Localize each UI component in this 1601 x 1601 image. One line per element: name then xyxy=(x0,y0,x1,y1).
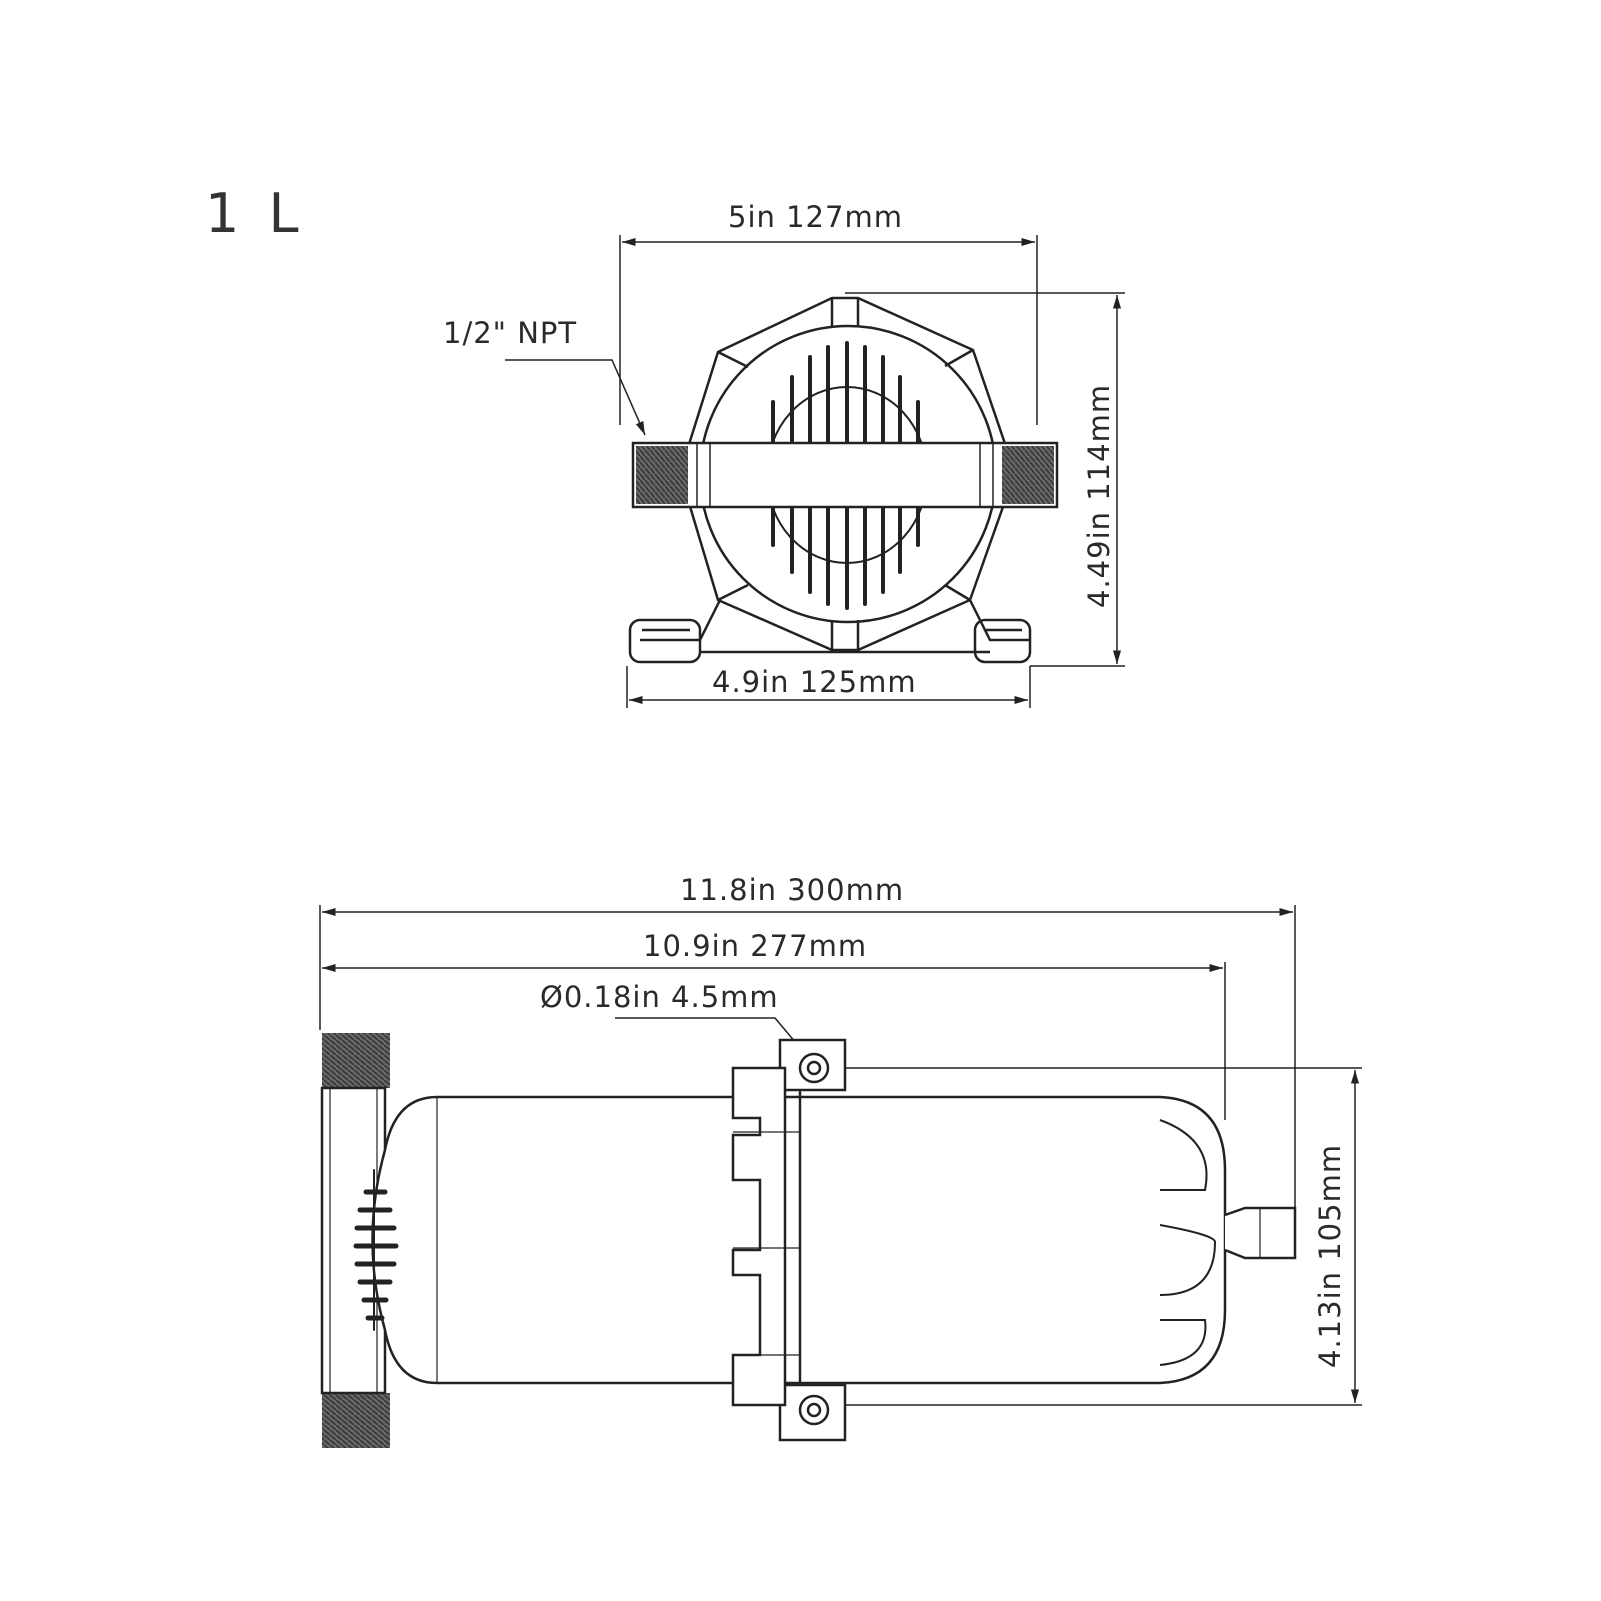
dim-front-height: 4.49in 114mm xyxy=(1082,383,1116,608)
flange xyxy=(731,1066,802,1407)
inlet-outlet-pipe xyxy=(631,441,1059,509)
dim-overall-length: 11.8in 300mm xyxy=(680,873,905,907)
dim-front-width: 5in 127mm xyxy=(728,200,903,234)
dim-body-length: 10.9in 277mm xyxy=(643,929,868,963)
model-label: 1 L xyxy=(205,182,305,245)
port-label: 1/2" NPT xyxy=(443,316,578,350)
side-view xyxy=(319,905,1362,1448)
front-dimensions xyxy=(505,235,1125,708)
dim-base-width: 4.9in 125mm xyxy=(712,665,917,699)
front-view xyxy=(505,235,1125,708)
side-dimensions xyxy=(319,905,1362,1406)
dim-side-height: 4.13in 105mm xyxy=(1313,1143,1347,1368)
side-grille xyxy=(353,1169,399,1331)
dim-hole-diameter: Ø0.18in 4.5mm xyxy=(540,980,779,1014)
